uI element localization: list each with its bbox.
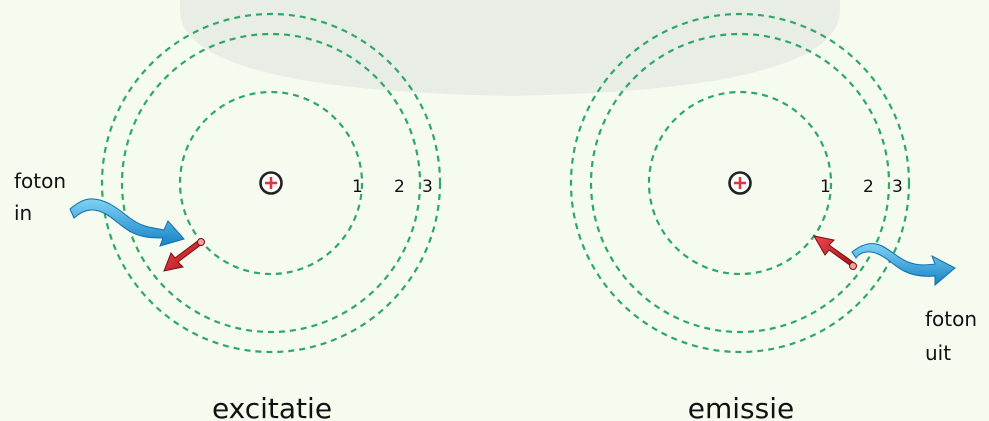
caption-excitatie: excitatie: [212, 392, 332, 421]
electron-jump-arrow-icon: [813, 235, 857, 270]
photon-wave-icon: [851, 243, 956, 287]
photon-label-line-2: uit: [925, 341, 951, 365]
nucleus-icon: [259, 171, 283, 195]
left-atom: 1 2 3 foton in excitatie: [14, 12, 442, 421]
photon-label-line-2: in: [14, 201, 32, 225]
orbit-shell-3: [100, 12, 442, 354]
nucleus-icon: [728, 171, 752, 195]
shell-label-3: 3: [422, 177, 433, 197]
photon-label-line-1: foton: [14, 169, 66, 193]
orbit-shell-1: [647, 90, 833, 276]
orbit-shell-3: [569, 12, 911, 354]
shell-label-2: 2: [863, 177, 874, 197]
orbit-shell-2: [120, 32, 422, 334]
shell-label-2: 2: [394, 177, 405, 197]
shell-label-1: 1: [820, 177, 831, 197]
orbit-shell-2: [589, 32, 891, 334]
right-atom: 1 2 3 foton uit emissie: [569, 12, 977, 421]
shell-label-3: 3: [892, 177, 903, 197]
photon-wave-icon: [69, 198, 185, 247]
shell-label-1: 1: [352, 177, 363, 197]
caption-emissie: emissie: [688, 392, 794, 421]
photon-label-line-1: foton: [925, 307, 977, 331]
orbit-shell-1: [178, 90, 364, 276]
header-band: [180, 0, 840, 96]
electron-jump-arrow-icon: [163, 238, 205, 272]
